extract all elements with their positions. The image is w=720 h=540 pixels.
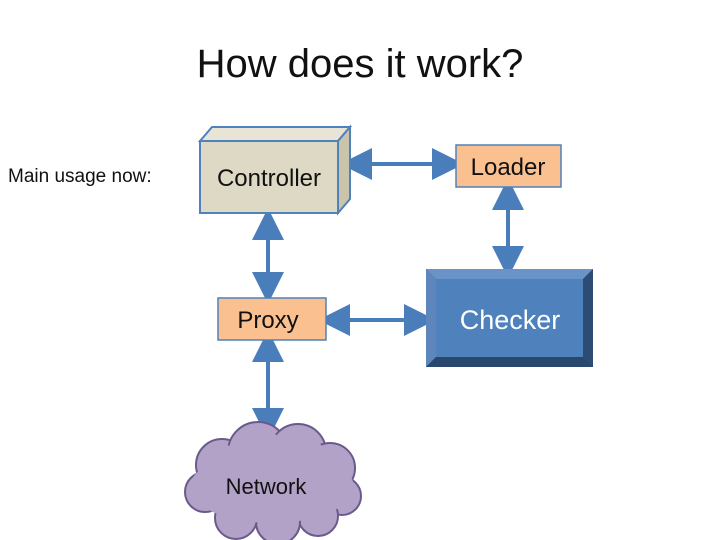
checker-node: Checker xyxy=(426,269,593,367)
loader-node: Loader xyxy=(455,144,562,188)
proxy-node: Proxy xyxy=(217,297,327,341)
network-label: Network xyxy=(226,474,308,499)
main-usage-label: Main usage now: xyxy=(8,166,152,187)
proxy-label: Proxy xyxy=(237,307,298,334)
slide-title: How does it work? xyxy=(196,42,524,86)
checker-label: Checker xyxy=(460,305,561,335)
controller-label: Controller xyxy=(217,165,321,192)
loader-label: Loader xyxy=(471,154,546,181)
network-node: Network xyxy=(184,421,362,540)
controller-node: Controller xyxy=(197,124,353,216)
